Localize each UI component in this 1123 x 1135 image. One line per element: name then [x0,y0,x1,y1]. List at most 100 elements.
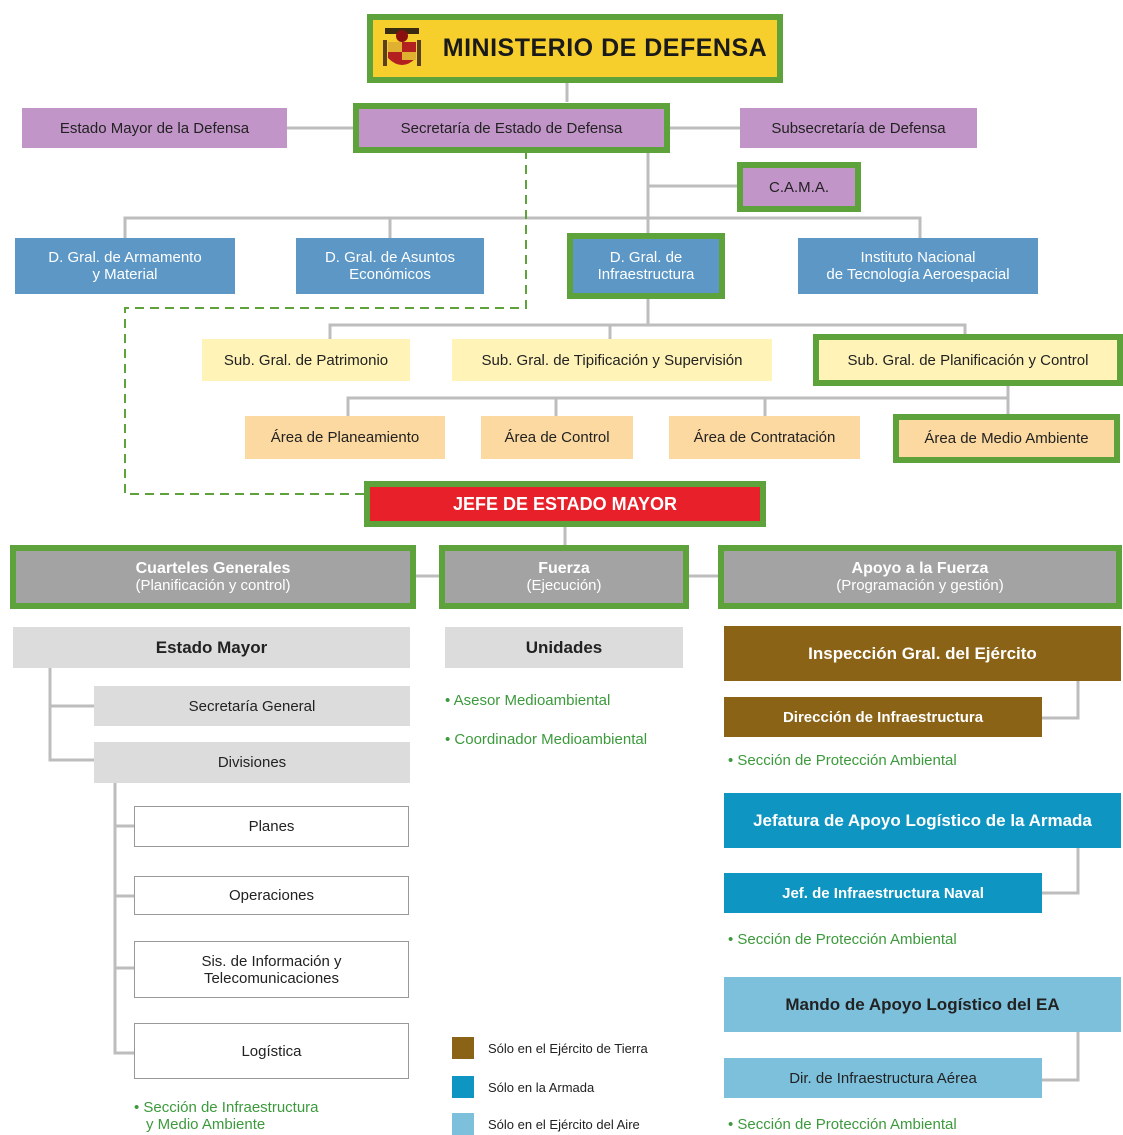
mando-label: Mando de Apoyo Logístico del EA [785,995,1060,1014]
legend-tierra-label: Sólo en el Ejército de Tierra [488,1040,648,1056]
subsecretaria-label: Subsecretaría de Defensa [771,119,946,137]
seccion-infra-line2: y Medio Ambiente [146,1116,266,1133]
jefe-estado-mayor-box: JEFE DE ESTADO MAYOR [364,481,766,527]
inspeccion-box: Inspección Gral. del Ejército [724,626,1121,681]
sub-tipificacion-label: Sub. Gral. de Tipificación y Supervisión [481,351,743,369]
legend-aire-swatch [452,1113,474,1135]
proteccion-note-1: • Sección de Protección Ambiental [728,752,957,769]
dg-infra-line2: Infraestructura [597,266,695,283]
secretaria-general-box: Secretaría General [94,686,410,726]
area-control-box: Área de Control [481,416,633,459]
dg-asuntos-line2: Económicos [349,266,431,283]
legend-tierra-swatch [452,1037,474,1059]
area-control-label: Área de Control [504,429,610,446]
estado-mayor-label: Estado Mayor [155,638,268,657]
fuerza-box: Fuerza (Ejecución) [439,545,689,609]
cuarteles-generales-box: Cuarteles Generales (Planificación y con… [10,545,416,609]
dg-asuntos-box: D. Gral. de Asuntos Económicos [296,238,484,294]
sis-informacion-box: Sis. de Información y Telecomunicaciones [134,941,409,998]
divisiones-label: Divisiones [217,754,287,771]
secretaria-estado-label: Secretaría de Estado de Defensa [400,119,623,137]
sub-patrimonio-box: Sub. Gral. de Patrimonio [202,339,410,381]
area-contratacion-label: Área de Contratación [693,429,836,446]
jefe-estado-mayor-label: JEFE DE ESTADO MAYOR [452,493,678,514]
instituto-box: Instituto Nacional de Tecnología Aeroesp… [798,238,1038,294]
instituto-line2: de Tecnología Aeroespacial [826,266,1010,283]
instituto-line1: Instituto Nacional [860,249,976,266]
coat-of-arms-icon [382,27,421,70]
dg-asuntos-line1: D. Gral. de Asuntos [324,249,456,266]
dg-armamento-line2: y Material [92,266,158,283]
estado-mayor-box: Estado Mayor [13,627,410,668]
direccion-infraestructura-box: Dirección de Infraestructura [724,697,1042,737]
area-planeamiento-box: Área de Planeamiento [245,416,445,459]
sis-line2: Telecomunicaciones [203,969,340,987]
cama-label: C.A.M.A. [768,178,829,196]
planes-label: Planes [248,818,295,835]
cuarteles-title: Cuarteles Generales [135,560,291,577]
logistica-label: Logística [241,1042,302,1060]
legend-aire: Sólo en el Ejército del Aire [452,1113,640,1135]
unidades-box: Unidades [445,627,683,668]
area-medio-ambiente-box: Área de Medio Ambiente [893,414,1120,463]
dir-aerea-label: Dir. de Infraestructura Aérea [789,1069,977,1087]
fuerza-title: Fuerza [538,560,590,577]
asesor-note: • Asesor Medioambiental [445,692,610,709]
unidades-label: Unidades [525,638,603,657]
area-contratacion-box: Área de Contratación [669,416,860,459]
jef-infraestructura-box: Jef. de Infraestructura Naval [724,873,1042,913]
proteccion-note-3: • Sección de Protección Ambiental [728,1116,957,1133]
subsecretaria-box: Subsecretaría de Defensa [740,108,977,148]
apoyo-subtitle: (Programación y gestión) [836,577,1004,594]
sub-tipificacion-box: Sub. Gral. de Tipificación y Supervisión [452,339,772,381]
apoyo-title: Apoyo a la Fuerza [851,560,989,577]
logistica-box: Logística [134,1023,409,1079]
cuarteles-subtitle: (Planificación y control) [135,577,291,594]
coordinador-label: • Coordinador Medioambiental [445,731,648,748]
estado-mayor-defensa-label: Estado Mayor de la Defensa [59,119,250,137]
proteccion-label-3: • Sección de Protección Ambiental [728,1116,957,1133]
area-medio-ambiente-label: Área de Medio Ambiente [924,430,1089,447]
legend-tierra: Sólo en el Ejército de Tierra [452,1037,648,1059]
divisiones-box: Divisiones [94,742,410,783]
secretaria-estado-box: Secretaría de Estado de Defensa [353,103,670,153]
operaciones-label: Operaciones [228,887,315,904]
secretaria-general-label: Secretaría General [188,697,316,715]
legend-aire-label: Sólo en el Ejército del Aire [488,1116,640,1132]
legend-armada-swatch [452,1076,474,1098]
proteccion-label-1: • Sección de Protección Ambiental [728,752,957,769]
legend-armada-label: Sólo en la Armada [488,1079,595,1095]
dg-armamento-line1: D. Gral. de Armamento [48,249,202,266]
sub-planificacion-label: Sub. Gral. de Planificación y Control [847,351,1089,369]
sub-planificacion-box: Sub. Gral. de Planificación y Control [813,334,1123,386]
proteccion-note-2: • Sección de Protección Ambiental [728,931,957,948]
coordinador-note: • Coordinador Medioambiental [445,731,647,748]
dg-infra-line1: D. Gral. de [609,249,683,266]
ministerio-box: MINISTERIO DE DEFENSA [367,14,783,83]
mando-box: Mando de Apoyo Logístico del EA [724,977,1121,1032]
legend-armada: Sólo en la Armada [452,1076,594,1098]
seccion-infra-line1: • Sección de Infraestructura [134,1099,319,1116]
dg-armamento-box: D. Gral. de Armamento y Material [15,238,235,294]
inspeccion-label: Inspección Gral. del Ejército [808,644,1037,663]
operaciones-box: Operaciones [134,876,409,915]
proteccion-label-2: • Sección de Protección Ambiental [728,931,957,948]
dir-aerea-box: Dir. de Infraestructura Aérea [724,1058,1042,1098]
planes-box: Planes [134,806,409,847]
asesor-label: • Asesor Medioambiental [445,692,611,709]
sub-patrimonio-label: Sub. Gral. de Patrimonio [223,351,389,369]
dg-infraestructura-box: D. Gral. de Infraestructura [567,233,725,299]
seccion-infraestructura-note: • Sección de Infraestructura y Medio Amb… [134,1099,319,1133]
apoyo-fuerza-box: Apoyo a la Fuerza (Programación y gestió… [718,545,1122,609]
ministerio-title: MINISTERIO DE DEFENSA [442,34,768,62]
estado-mayor-defensa-box: Estado Mayor de la Defensa [22,108,287,148]
direccion-infra-label: Dirección de Infraestructura [782,708,984,726]
jefatura-box: Jefatura de Apoyo Logístico de la Armada [724,793,1121,848]
area-planeamiento-label: Área de Planeamiento [270,429,420,446]
fuerza-subtitle: (Ejecución) [526,577,602,594]
sis-line1: Sis. de Información y [201,952,342,970]
cama-box: C.A.M.A. [737,162,861,212]
jef-infra-label: Jef. de Infraestructura Naval [782,884,984,902]
jefatura-label: Jefatura de Apoyo Logístico de la Armada [753,811,1092,830]
